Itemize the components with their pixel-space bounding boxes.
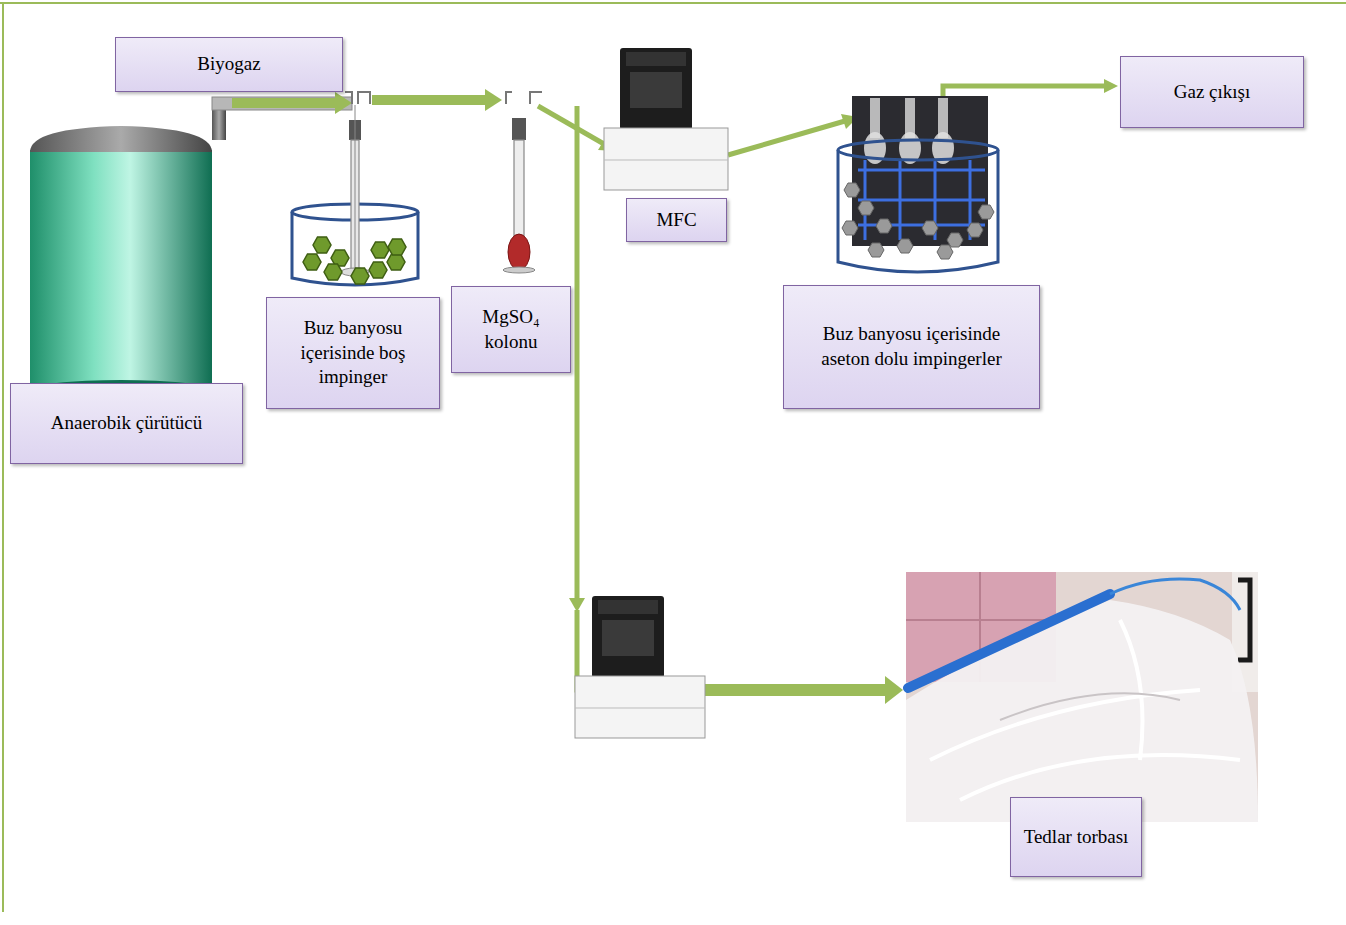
label-text: MFC <box>656 208 696 233</box>
mass-flow-controller <box>592 596 664 678</box>
label-text: Buz banyosu içerisinde aseton dolu impin… <box>818 322 1005 371</box>
flow-arrow <box>575 106 580 598</box>
acetone-impingers <box>967 223 983 237</box>
acetone-impingers <box>838 96 998 272</box>
label-text: Gaz çıkışı <box>1174 80 1251 105</box>
label-box: Gaz çıkışı <box>1120 56 1304 128</box>
ice-bath-impinger <box>369 262 387 278</box>
ice-bath-impinger <box>371 242 389 258</box>
flow-arrow <box>728 121 845 155</box>
flow-arrow <box>885 676 903 704</box>
ice-bath-impinger <box>324 264 342 280</box>
flow-arrow <box>538 106 604 144</box>
flow-arrow <box>1104 79 1118 93</box>
ice-bath-impinger <box>388 239 406 255</box>
flow-arrow <box>232 79 1118 704</box>
label-text: Biyogaz <box>197 52 260 77</box>
label-text: Buz banyosu içerisinde boş impinger <box>277 316 429 390</box>
digester-tank <box>30 126 212 152</box>
acetone-impingers <box>858 160 985 240</box>
ice-bath-impinger <box>387 254 405 270</box>
flow-arrow <box>232 98 335 108</box>
label-box: Tedlar torbası <box>1010 797 1142 877</box>
label-box: MgSO₄ kolonu <box>451 286 571 373</box>
mass-flow-controller <box>602 620 654 656</box>
mass-flow-controller <box>620 48 692 130</box>
label-box: Biyogaz <box>115 37 343 92</box>
mgso4-column <box>503 92 542 273</box>
mass-flow-controller <box>626 52 686 66</box>
label-text: Anaerobik çürütücü <box>51 411 202 436</box>
mass-flow-controller <box>604 128 728 190</box>
ice-bath-impinger <box>313 237 331 253</box>
mass-flow-controller <box>630 72 682 108</box>
page-frame <box>2 3 4 912</box>
digester-tank <box>212 97 352 110</box>
ice-bath-impinger <box>292 92 418 285</box>
acetone-impingers <box>838 150 998 272</box>
ice-bath-impinger <box>345 92 370 104</box>
acetone-impingers <box>844 183 860 197</box>
mass-flow-controller <box>575 708 705 709</box>
flow-arrow <box>335 92 352 114</box>
mgso4-column <box>508 234 530 270</box>
label-box: Buz banyosu içerisinde aseton dolu impin… <box>783 285 1040 409</box>
acetone-impingers <box>922 221 938 235</box>
label-box: Anaerobik çürütücü <box>10 383 243 464</box>
mass-flow-controller <box>575 48 728 738</box>
acetone-impingers <box>978 205 994 219</box>
acetone-impingers <box>842 221 858 235</box>
acetone-impingers <box>876 219 892 233</box>
tedlar-bag-photo <box>906 572 1258 822</box>
ice-bath-impinger <box>351 268 369 284</box>
acetone-impingers <box>858 201 874 215</box>
flow-arrow <box>705 684 885 696</box>
acetone-impingers <box>838 140 998 160</box>
acetone-impingers <box>852 96 988 246</box>
acetone-impingers <box>937 245 953 259</box>
tedlar-bag-photo <box>1110 579 1240 610</box>
tedlar-bag-photo <box>1000 693 1180 720</box>
mgso4-column <box>503 267 535 273</box>
digester-tank <box>30 150 212 390</box>
label-text: Tedlar torbası <box>1024 825 1129 850</box>
flow-arrow <box>372 95 485 105</box>
tedlar-bag-photo <box>906 600 1258 822</box>
label-box: Buz banyosu içerisinde boş impinger <box>266 297 440 409</box>
mgso4-column <box>512 118 526 140</box>
flow-arrow <box>485 89 502 111</box>
acetone-impingers <box>868 243 884 257</box>
mass-flow-controller <box>598 600 658 614</box>
tedlar-bag-photo <box>908 594 1110 688</box>
ice-bath-impinger <box>303 254 321 270</box>
acetone-impingers <box>897 239 913 253</box>
page-frame <box>0 3 1346 912</box>
tedlar-bag-photo <box>906 572 1258 822</box>
label-text: MgSO₄ kolonu <box>462 305 560 354</box>
ice-bath-impinger <box>355 105 356 268</box>
label-box: MFC <box>626 198 727 242</box>
mgso4-column <box>514 140 524 240</box>
tedlar-bag-photo <box>930 620 1240 800</box>
mass-flow-controller <box>575 676 705 738</box>
flow-arrow <box>569 598 585 612</box>
mgso4-column <box>506 92 542 104</box>
tedlar-bag-photo <box>1238 580 1250 660</box>
mass-flow-controller <box>604 160 728 161</box>
page-frame <box>0 2 1346 4</box>
